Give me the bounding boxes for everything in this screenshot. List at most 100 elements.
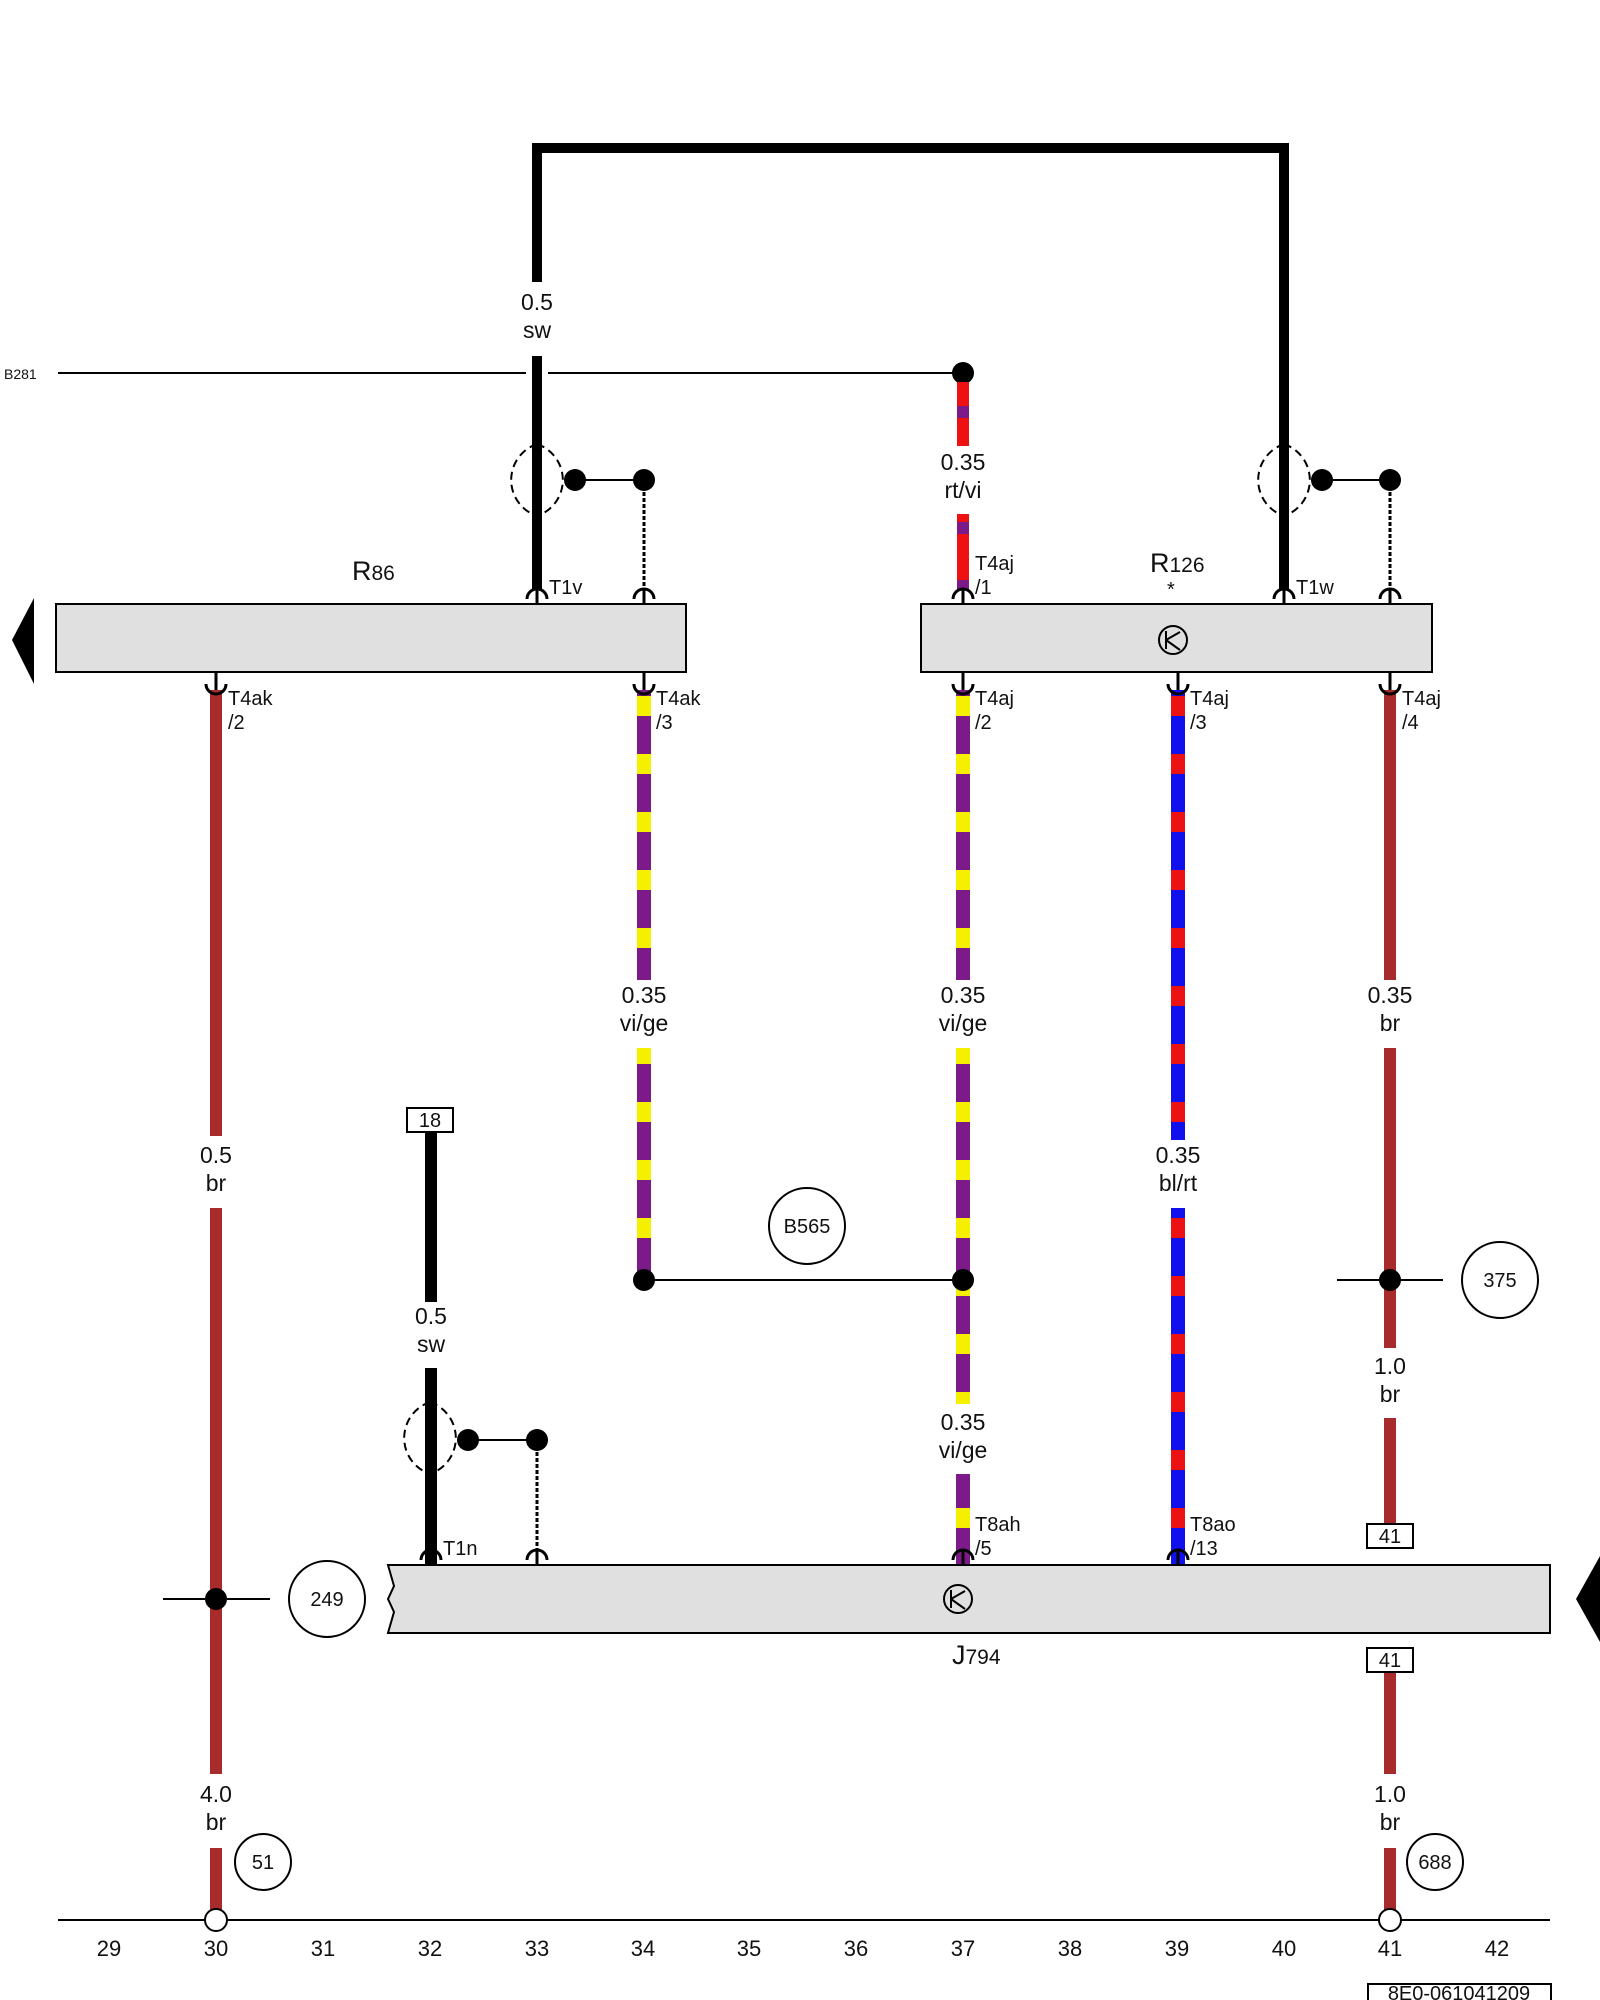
ref-circle-51: 51	[234, 1833, 292, 1891]
pin-t4aj-3-pin: /3	[1190, 712, 1207, 734]
br41-size-c: 1.0	[1374, 1781, 1406, 1807]
vige37-size-a: 0.35	[941, 982, 986, 1008]
pin-t4aj-4-conn: T4aj	[1402, 688, 1441, 710]
vige34-color: vi/ge	[620, 1010, 669, 1036]
vige37-color-b: vi/ge	[939, 1437, 988, 1463]
br41-color-b: br	[1380, 1381, 1401, 1407]
column-37: 37	[951, 1936, 975, 1961]
pin-t1v: T1v	[549, 577, 582, 599]
blrt39-size: 0.35	[1156, 1142, 1201, 1168]
svg-text:688: 688	[1418, 1852, 1451, 1874]
column-35: 35	[737, 1936, 761, 1961]
column-29: 29	[97, 1936, 121, 1961]
pin-hooks	[204, 587, 1402, 1565]
b281-line: B281	[4, 362, 974, 384]
pin-t4ak-3-conn: T4ak	[656, 688, 701, 710]
pin-t1w: T1w	[1296, 577, 1334, 599]
br-wire-30: 0.5 br 4.0 br	[163, 690, 270, 1910]
ref-circle-375: 375	[1461, 1241, 1539, 1319]
rtvi-wire: 0.35 rt/vi	[941, 382, 986, 590]
r126-letter: R126	[1150, 548, 1205, 578]
sw-wire-32: 0.5 sw	[415, 1132, 447, 1564]
continuation-arrow-right-icon	[1576, 1556, 1600, 1642]
blrt-wire-39: 0.35 bl/rt	[1156, 690, 1201, 1564]
svg-text:249: 249	[310, 1589, 343, 1611]
svg-text:375: 375	[1483, 1270, 1516, 1292]
svg-text:41: 41	[1379, 1650, 1401, 1672]
pin-t4ak-2-conn: T4ak	[228, 688, 273, 710]
ref-circle-688: 688	[1406, 1833, 1464, 1891]
sw-loop-wire: 0.5 sw	[521, 143, 1289, 590]
br41-size-b: 1.0	[1374, 1353, 1406, 1379]
column-41: 41	[1378, 1936, 1402, 1961]
vige34-size: 0.35	[622, 982, 667, 1008]
shield-icon-32	[403, 1401, 548, 1552]
pin-t4ak-2-pin: /2	[228, 712, 245, 734]
electronic-component-icon	[943, 1584, 973, 1614]
column-36: 36	[844, 1936, 868, 1961]
column-40: 40	[1272, 1936, 1296, 1961]
br41-color-a: br	[1380, 1010, 1401, 1036]
blrt39-color: bl/rt	[1159, 1170, 1198, 1196]
pin-t8ao-13-pin: /13	[1190, 1538, 1218, 1560]
br30-size-b: 4.0	[200, 1781, 232, 1807]
ref-box-41-bottom: 41	[1366, 1647, 1414, 1673]
continuation-arrow-left-icon	[12, 598, 34, 684]
r86-letter: R86	[352, 556, 395, 586]
wire-size-top: 0.5	[521, 289, 553, 315]
pin-t4aj-1-conn: T4aj	[975, 553, 1014, 575]
column-39: 39	[1165, 1936, 1189, 1961]
rtvi-size: 0.35	[941, 449, 986, 475]
pin-t4aj-3-conn: T4aj	[1190, 688, 1229, 710]
br41-size-a: 0.35	[1368, 982, 1413, 1008]
rtvi-color: rt/vi	[944, 477, 981, 503]
column-34: 34	[631, 1936, 655, 1961]
component-r86: R86	[12, 556, 687, 684]
column-38: 38	[1058, 1936, 1082, 1961]
pin-t8ah-5-pin: /5	[975, 1538, 992, 1560]
component-r126: R126 *	[920, 548, 1433, 673]
column-42: 42	[1485, 1936, 1509, 1961]
ref-circle-b565: B565	[768, 1187, 846, 1265]
br30-color-b: br	[206, 1809, 227, 1835]
ground-bus	[58, 1908, 1550, 1932]
sw32-size: 0.5	[415, 1303, 447, 1329]
ref-box-18: 18	[406, 1107, 454, 1133]
shield-icon-33	[510, 443, 655, 590]
br41-color-c: br	[1380, 1809, 1401, 1835]
column-30: 30	[204, 1936, 228, 1961]
ref-circle-249: 249	[288, 1560, 366, 1638]
wire-color-top: sw	[523, 317, 552, 343]
component-j794: J794	[386, 1556, 1600, 1670]
pin-t8ao-13-conn: T8ao	[1190, 1514, 1236, 1536]
svg-text:18: 18	[419, 1110, 441, 1132]
pin-t4ak-3-pin: /3	[656, 712, 673, 734]
j794-letter: J794	[952, 1640, 1001, 1670]
shield-icon-40	[1257, 443, 1401, 590]
svg-text:51: 51	[252, 1852, 274, 1874]
br-wire-41: 0.35 br 1.0 br 1.0 br	[1337, 690, 1443, 1910]
pin-t4aj-2-pin: /2	[975, 712, 992, 734]
diagram-code: 8E0-061041209	[1367, 1983, 1552, 2000]
vige37-size-b: 0.35	[941, 1409, 986, 1435]
column-31: 31	[311, 1936, 335, 1961]
pin-t1n: T1n	[443, 1538, 477, 1560]
pin-t4aj-2-conn: T4aj	[975, 688, 1014, 710]
svg-text:8E0-061041209: 8E0-061041209	[1388, 1983, 1530, 2000]
svg-text:41: 41	[1379, 1526, 1401, 1548]
electronic-component-icon	[1158, 625, 1188, 655]
b281-label: B281	[4, 366, 37, 382]
pin-t8ah-5-conn: T8ah	[975, 1514, 1021, 1536]
vige37-color-a: vi/ge	[939, 1010, 988, 1036]
br30-size-a: 0.5	[200, 1142, 232, 1168]
column-33: 33	[525, 1936, 549, 1961]
vige-wire-37: 0.35 vi/ge 0.35 vi/ge	[939, 690, 988, 1564]
svg-text:B565: B565	[784, 1216, 831, 1238]
sw32-color: sw	[417, 1331, 446, 1357]
vige-wire-34: 0.35 vi/ge	[620, 690, 963, 1291]
pin-t4aj-4-pin: /4	[1402, 712, 1419, 734]
column-numbers: 29 30 31 32 33 34 35 36 37 38 39 40 41 4…	[97, 1936, 1509, 1961]
r126-note: *	[1167, 579, 1175, 601]
column-32: 32	[418, 1936, 442, 1961]
